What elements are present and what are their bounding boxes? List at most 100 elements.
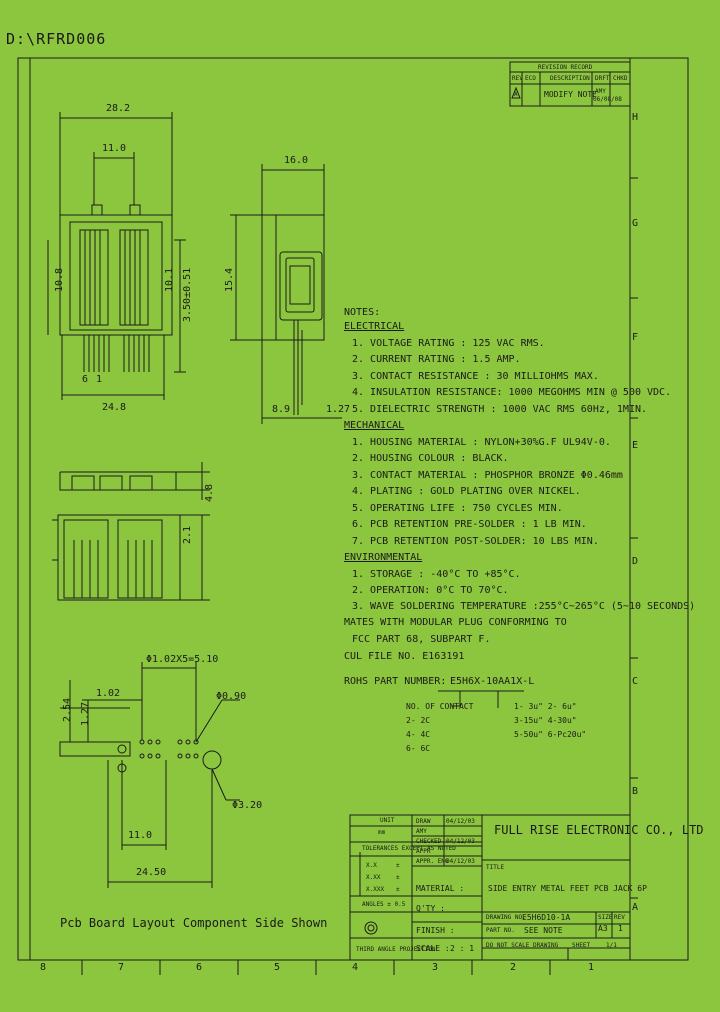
- rev-label: REV: [614, 914, 625, 921]
- pcb-caption: Pcb Board Layout Component Side Shown: [60, 916, 328, 930]
- dim-4-8: 4.8: [204, 483, 215, 502]
- rev-col-eco: ECO: [525, 75, 536, 82]
- size-value: A3: [598, 924, 608, 933]
- env-2: 2. OPERATION: 0°C TO 70°C.: [352, 585, 509, 596]
- side-view: [230, 164, 342, 424]
- dim-28-2: 28.2: [106, 103, 131, 114]
- sheet-label: SHEET: [572, 942, 591, 949]
- document-id: D:\RFRD006: [6, 30, 107, 48]
- dim-d320: Φ3.20: [232, 800, 263, 811]
- tol-row-1: X.X: [366, 862, 377, 869]
- angles: ANGLES ± 0.5: [362, 901, 406, 908]
- zone-5: 5: [274, 962, 281, 973]
- part-no-label: PART NO.: [486, 927, 515, 934]
- finish-label: FINISH :: [416, 926, 455, 935]
- dim-11-0-b: 11.0: [128, 830, 153, 841]
- dim-8-9: 8.9: [272, 404, 291, 415]
- dim-pitch: Φ1.02X5=5.10: [146, 654, 219, 665]
- contacts-2: 2- 2C: [406, 716, 431, 725]
- size-label: SIZE: [598, 914, 613, 921]
- dim-24-50: 24.50: [136, 867, 167, 878]
- plating-row-2: 3-15u" 4-30u": [514, 716, 577, 725]
- zone-3: 3: [432, 962, 439, 973]
- dim-16-0: 16.0: [284, 155, 309, 166]
- scale-label: SCALE :: [416, 944, 450, 953]
- mech-2: 2. HOUSING COLOUR : BLACK.: [352, 453, 509, 464]
- tol-row-3: X.XXX: [366, 886, 385, 893]
- zone-a: A: [632, 902, 639, 913]
- mates-line-1: MATES WITH MODULAR PLUG CONFORMING TO: [344, 617, 567, 628]
- draw-label: DRAW: [416, 818, 431, 825]
- rev-col-drft: DRFT: [595, 75, 610, 82]
- appr-eng-label: APPR. ENG: [416, 858, 449, 865]
- zone-c: C: [632, 676, 639, 687]
- rev-row-drft: AMY: [595, 88, 606, 95]
- appr-label: APPR: [416, 848, 431, 855]
- drawing-no-label: DRAWING NO.: [486, 914, 526, 921]
- contacts-label: NO. OF CONTACT: [406, 702, 474, 711]
- tol-row-2: X.XX: [366, 874, 381, 881]
- title-label: TITLE: [486, 864, 505, 871]
- mech-1: 1. HOUSING MATERIAL : NYLON+30%G.F UL94V…: [352, 437, 611, 448]
- zone-8: 8: [40, 962, 47, 973]
- dim-15-4: 15.4: [224, 267, 235, 292]
- part-number: E5H6X-10AA1X-L: [450, 676, 535, 687]
- revision-header: REVISION RECORD: [538, 64, 593, 71]
- mech-7: 7. PCB RETENTION POST-SOLDER: 10 LBS MIN…: [352, 536, 599, 547]
- notes-title: NOTES:: [344, 307, 381, 318]
- zone-g: G: [632, 218, 639, 229]
- zone-1: 1: [588, 962, 595, 973]
- dim-24-8: 24.8: [102, 402, 127, 413]
- material-label: MATERIAL :: [416, 884, 465, 893]
- zone-6: 6: [196, 962, 203, 973]
- contacts-4: 4- 4C: [406, 730, 431, 739]
- mates-line-2: FCC PART 68, SUBPART F.: [352, 634, 491, 645]
- front-view: [47, 112, 186, 400]
- dim-1-27: 1.27: [326, 404, 351, 415]
- plating-row-1: 1- 3u" 2- 6u": [514, 702, 577, 711]
- electrical-heading: ELECTRICAL: [344, 321, 405, 332]
- dim-1-27-v: 1.27: [80, 701, 91, 726]
- check-date: 04/12/03: [446, 838, 475, 845]
- unit-label: UNIT: [380, 817, 395, 824]
- rev-row-date: 06/08/08: [593, 96, 622, 103]
- draw-date: 04/12/03: [446, 818, 475, 825]
- company-name: FULL RISE ELECTRONIC CO., LTD: [494, 823, 704, 837]
- zone-h: H: [632, 112, 639, 123]
- pin-label-1: 1: [96, 374, 103, 385]
- part-no-value: SEE NOTE: [524, 926, 563, 935]
- zone-4: 4: [352, 962, 359, 973]
- zone-e: E: [632, 440, 639, 451]
- pcb-layout: [59, 662, 240, 888]
- dim-d090: Φ0.90: [216, 691, 247, 702]
- zone-2: 2: [510, 962, 517, 973]
- dim-10-8: 10.8: [54, 267, 65, 292]
- dim-1-02: 1.02: [96, 688, 121, 699]
- sheet-value: 1/1: [606, 942, 617, 949]
- title-block-frame: [349, 814, 631, 961]
- mechanical-heading: MECHANICAL: [344, 420, 405, 431]
- mech-5: 5. OPERATING LIFE : 750 CYCLES MIN.: [352, 503, 563, 514]
- pin-label-6: 6: [82, 374, 89, 385]
- tol-val-2: ±: [396, 874, 400, 881]
- contacts-6: 6- 6C: [406, 744, 431, 753]
- rev-row-rev: A: [514, 91, 518, 98]
- elec-2: 2. CURRENT RATING : 1.5 AMP.: [352, 354, 521, 365]
- rev-col-rev: REV: [512, 75, 523, 82]
- rohs-label: ROHS PART NUMBER:: [344, 676, 447, 687]
- elec-1: 1. VOLTAGE RATING : 125 VAC RMS.: [352, 338, 545, 349]
- drawing-no: E5H6D10-1A: [522, 913, 571, 922]
- elec-5: 5. DIELECTRIC STRENGTH : 1000 VAC RMS 60…: [352, 404, 648, 415]
- env-3: 3. WAVE SOLDERING TEMPERATURE :255°C~265…: [352, 601, 696, 612]
- scale-value: 2 : 1: [450, 944, 475, 953]
- zone-f: F: [632, 332, 639, 343]
- dim-2-1: 2.1: [182, 525, 193, 544]
- no-scale-note: DO NOT SCALE DRAWING: [486, 942, 559, 949]
- tolerance-label: TOLERANCES EXCEPT AS NOTED: [362, 845, 456, 852]
- rev-row-desc: MODIFY NOTE: [544, 90, 597, 99]
- rev-col-chkd: CHKD: [613, 75, 628, 82]
- check-label: CHECKED: [416, 838, 442, 845]
- projection: THIRD ANGLE PROJECTION: [356, 946, 436, 953]
- dim-10-1: 10.1: [164, 267, 175, 292]
